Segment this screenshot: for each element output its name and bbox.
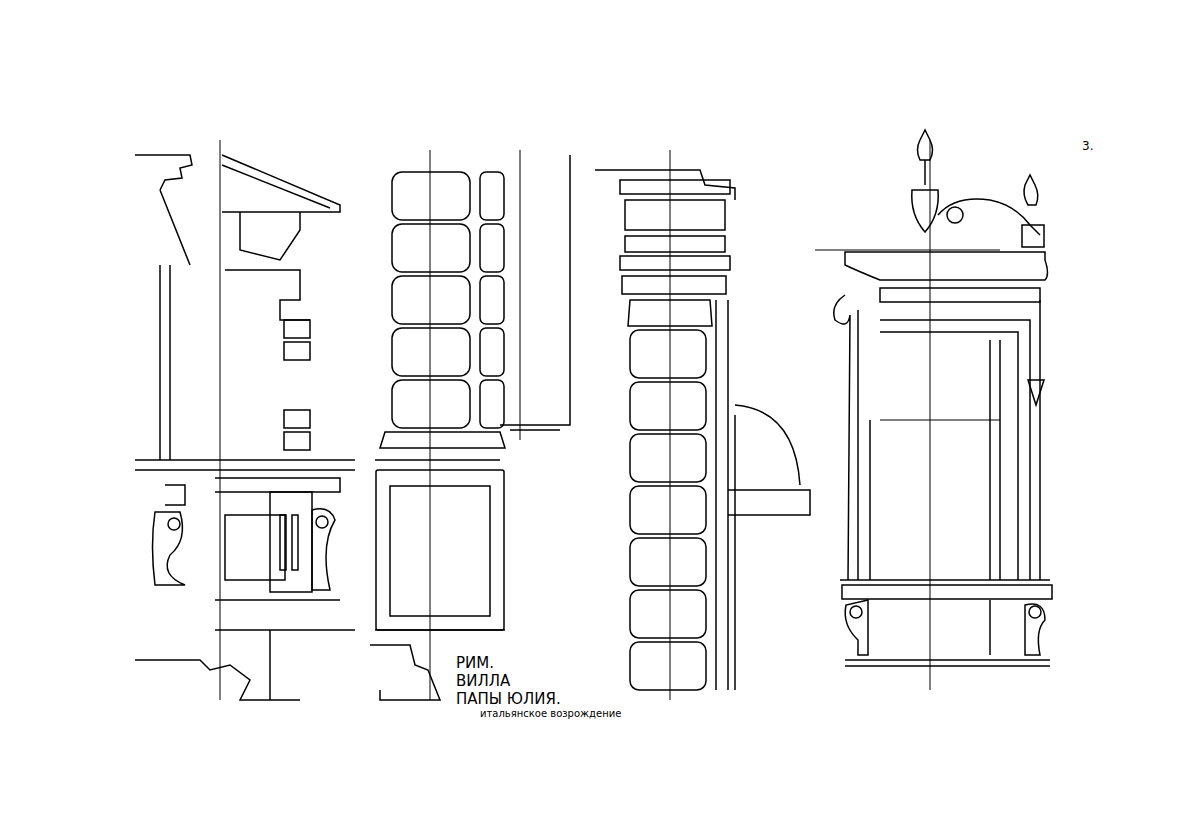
style-label: итальянское возрождение <box>478 708 623 719</box>
place-label: РИМ. <box>454 655 496 672</box>
arcade-pier <box>595 150 810 700</box>
window-detail <box>135 140 355 700</box>
rusticated-pilaster <box>370 150 570 700</box>
place-label: ВИЛЛА <box>454 673 512 690</box>
place-label: ПАПЫ ЮЛИЯ. <box>454 691 563 708</box>
window-detail <box>815 130 1052 690</box>
sheet-number: 3. <box>1080 140 1095 153</box>
